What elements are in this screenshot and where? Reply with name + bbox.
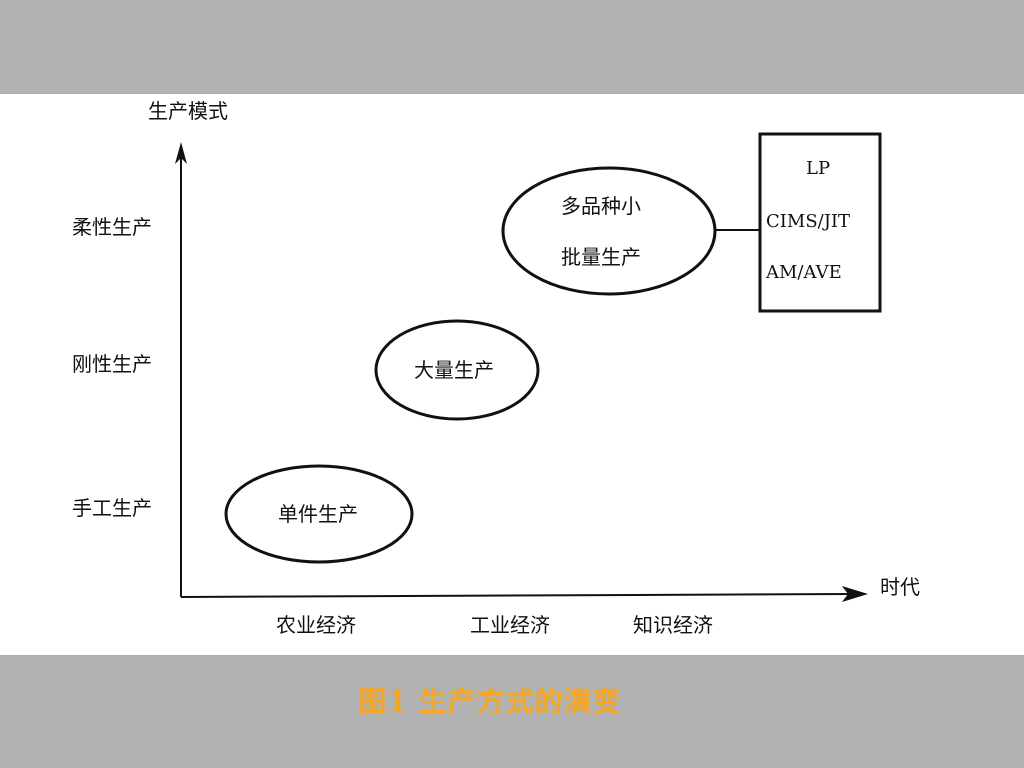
figure-caption: 图1 生产方式的演变 — [358, 685, 622, 718]
production-evolution-diagram: 生产模式 时代 柔性生产 刚性生产 手工生产 农业经济 工业经济 知识经济 单件… — [72, 99, 920, 637]
x-era-knowledge: 知识经济 — [633, 613, 713, 637]
y-axis-title: 生产模式 — [148, 99, 228, 123]
box-item-am-ave: AM/AVE — [765, 262, 842, 283]
bottom-divider — [0, 655, 1024, 656]
bottom-band — [0, 656, 1024, 768]
x-axis-title: 时代 — [880, 575, 920, 599]
y-level-manual: 手工生产 — [72, 496, 152, 520]
ellipse-single-piece-label: 单件生产 — [278, 502, 358, 526]
x-axis-arrow-icon — [842, 586, 868, 602]
box-item-lp: LP — [806, 158, 830, 179]
y-level-rigid: 刚性生产 — [72, 352, 152, 376]
top-band — [0, 0, 1024, 93]
ellipse-multi-variety — [501, 166, 717, 296]
top-divider — [0, 93, 1024, 94]
x-era-industrial: 工业经济 — [470, 613, 550, 637]
ellipse-multi-variety-line1: 多品种小 — [561, 194, 641, 218]
x-era-agricultural: 农业经济 — [276, 613, 356, 637]
y-level-flexible: 柔性生产 — [72, 215, 152, 239]
box-item-cims-jit: CIMS/JIT — [766, 211, 850, 232]
ellipse-mass — [374, 319, 540, 421]
y-axis-arrow-icon — [175, 142, 187, 164]
x-axis-line — [180, 593, 853, 598]
ellipse-mass-label: 大量生产 — [414, 358, 494, 382]
ellipse-single-piece — [224, 464, 414, 564]
figure-area: 生产模式 时代 柔性生产 刚性生产 手工生产 农业经济 工业经济 知识经济 单件… — [0, 94, 1024, 655]
ellipse-multi-variety-line2: 批量生产 — [561, 245, 641, 269]
paradigm-box — [758, 132, 882, 313]
